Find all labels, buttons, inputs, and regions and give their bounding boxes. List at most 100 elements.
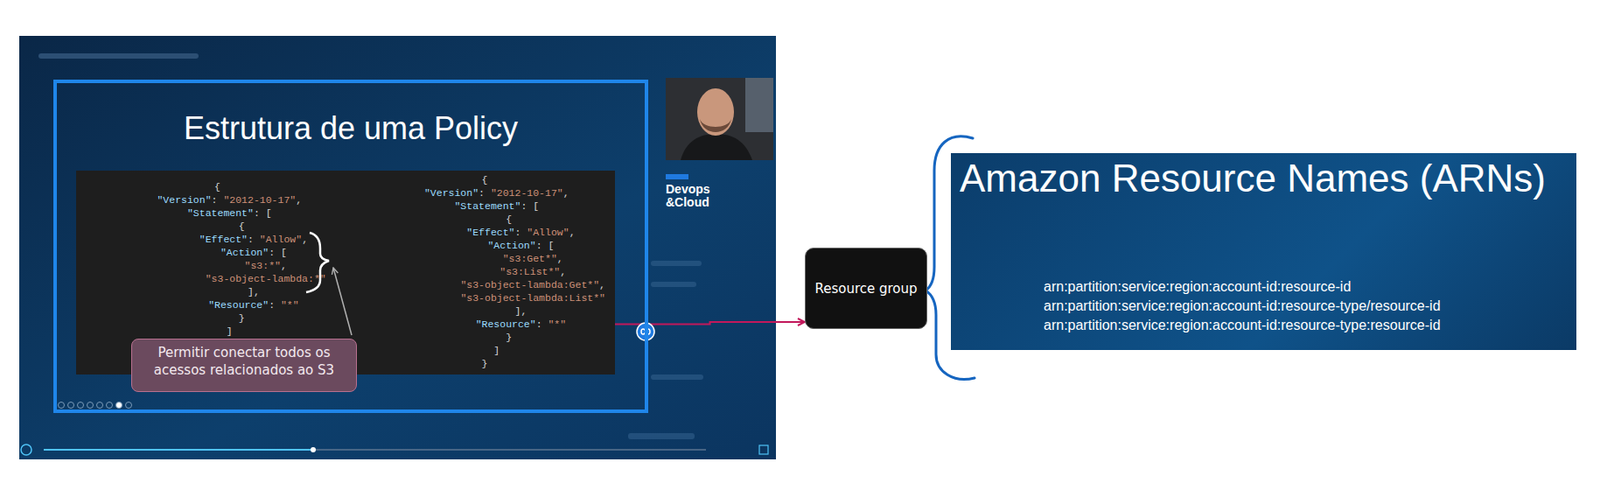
code-line: "Resource": "*" [90, 298, 345, 312]
code-token: } [482, 357, 489, 370]
code-line: "s3-object-lambda:List*" [359, 291, 610, 305]
code-token: ] [493, 344, 500, 357]
code-token: "s3:Get*" [503, 252, 558, 265]
code-token: "2012-10-17" [223, 194, 296, 206]
code-line: "Statement": [ [359, 199, 610, 213]
code-token: "Statement" [454, 200, 521, 212]
callout-note: Permitir conectar todos os acessos relac… [131, 338, 357, 392]
code-token: , [569, 226, 576, 238]
code-token: , [559, 265, 566, 278]
code-token: , [563, 187, 570, 199]
code-token: : [268, 299, 281, 311]
fullscreen-icon [759, 445, 769, 455]
code-token: { [238, 220, 245, 232]
arn-format: arn:partition:service:region:account-id:… [959, 277, 1568, 297]
progress-track [43, 448, 706, 451]
deco-bar [38, 53, 199, 59]
code-token: "s3-object-lambda:List*" [460, 292, 606, 304]
code-token: , [557, 252, 564, 265]
box-label: Resource group [814, 280, 917, 297]
code-token: "s3-object-lambda:Get*" [460, 279, 600, 291]
code-token: ], [515, 305, 528, 317]
code-token: "*" [280, 299, 300, 311]
presenter-shoulders [680, 133, 753, 161]
code-token: } [238, 312, 245, 324]
code-token: , [295, 194, 302, 206]
deco-bar [650, 374, 704, 380]
progress-fill [43, 448, 314, 451]
deco-bar [650, 260, 702, 266]
code-token: "s3-object-lambda:*" [205, 272, 327, 285]
code-token: : [247, 233, 260, 245]
presenter-beard [699, 118, 732, 133]
slide-frame: Estrutura de uma Policy{"Version": "2012… [53, 79, 649, 413]
code-line: ], [90, 285, 345, 299]
code-token: , [301, 233, 308, 245]
code-line: "Resource": "*" [359, 317, 610, 331]
code-line: { [90, 219, 345, 233]
progress-dot [310, 447, 316, 453]
arn-format: arn:partition:service:region:account-id:… [959, 296, 1568, 316]
code-line: { [90, 180, 345, 194]
tool-icon [106, 402, 113, 409]
tool-icon [87, 402, 94, 409]
code-token: : [ [520, 200, 539, 212]
code-line: "Version": "2012-10-17", [90, 193, 345, 207]
code-line: "s3:List*", [359, 265, 610, 279]
code-token: "s3:*" [244, 259, 281, 272]
webcam-window [745, 77, 774, 133]
code-token: "Resource" [208, 299, 269, 311]
code-line: "Statement": [ [90, 206, 345, 220]
code-token: : [536, 318, 549, 330]
code-token: "Allow" [526, 226, 569, 238]
code-token: "Statement" [187, 207, 254, 219]
code-token: "Version" [424, 187, 479, 199]
code-token: "2012-10-17" [490, 187, 564, 199]
code-token: ] [226, 325, 233, 337]
code-token: "Allow" [259, 233, 302, 245]
slide-title: Estrutura de uma Policy [56, 110, 645, 147]
code-token: "s3:List*" [499, 265, 560, 278]
leader-arrow [333, 267, 352, 336]
code-token: ], [247, 286, 260, 298]
code-line: } [359, 330, 610, 344]
code-token: "Action" [487, 239, 536, 252]
tool-icon [58, 402, 65, 409]
logo-tag [665, 174, 689, 180]
webcam-frame [665, 77, 774, 161]
callout-text: Permitir conectar todos os acessos relac… [139, 344, 350, 379]
code-token: "Resource" [475, 318, 537, 330]
code-token: : [211, 194, 224, 206]
code-line: ], [359, 304, 610, 318]
arn-format: arn:partition:service:region:account-id:… [959, 315, 1568, 336]
code-token: "Version" [156, 194, 211, 206]
code-line: { [359, 212, 610, 226]
code-line: "s3:*", [90, 258, 345, 273]
tool-icon [97, 402, 104, 409]
code-token: "Effect" [466, 226, 515, 238]
code-token: : [ [268, 246, 287, 259]
code-line: "s3-object-lambda:Get*", [359, 278, 610, 292]
code-token: : [ [253, 207, 273, 219]
code-line: "Action": [ [359, 238, 610, 252]
code-token: , [599, 279, 606, 291]
code-line: } [90, 311, 345, 325]
tool-icon [77, 402, 84, 409]
presenter-head [697, 88, 734, 136]
code-line: } [359, 356, 610, 371]
code-token: { [482, 174, 489, 186]
tool-icon [116, 402, 123, 409]
video-screenshot [19, 35, 776, 460]
code-token: "Effect" [199, 233, 248, 245]
logo-text: Devops &Cloud [665, 182, 720, 210]
code-line: "Version": "2012-10-17", [359, 186, 610, 200]
code-token: { [214, 181, 221, 193]
deco-bar [650, 281, 697, 287]
code-line: "Effect": "Allow", [359, 225, 610, 239]
play-button [20, 444, 32, 455]
code-token: "*" [547, 318, 566, 330]
code-line: "Action": [ [90, 245, 345, 259]
code-line: "s3:Get*", [359, 251, 610, 266]
arn-panel: Amazon Resource Names (ARNs)arn:partitio… [950, 153, 1577, 350]
slide-tool-icons [58, 402, 133, 409]
